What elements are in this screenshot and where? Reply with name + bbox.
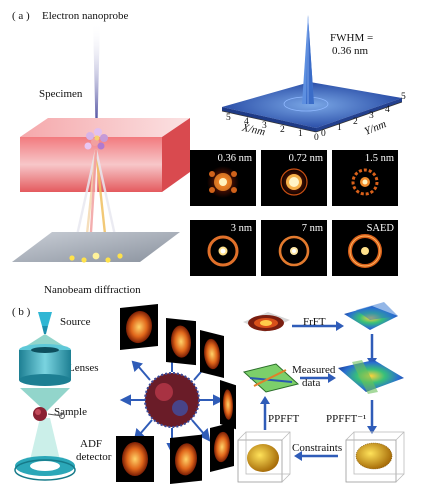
diffraction-tile: 0.36 nm [190,150,256,206]
diffraction-tile: 0.72 nm [261,150,327,206]
x-tick: 0 [314,133,319,143]
x-tick: 4 [244,117,249,127]
fwhm-value: 0.36 nm [332,45,369,57]
frft-label: FrFT [303,316,326,328]
diffraction-label: Nanobeam diffraction [44,284,141,296]
tile-label: 3 nm [230,223,252,234]
specimen-block [20,118,190,192]
y-tick: 3 [369,111,374,121]
constraints-label: Constraints [292,442,343,454]
data-label: data [302,377,321,389]
y-tick: 0 [321,129,326,139]
tile-label: 1.5 nm [364,153,394,164]
panel-b-tag: ( b ) [12,306,31,318]
detector-label: detector [76,451,112,463]
probe-beam [93,22,100,126]
measured-label: Measured [292,364,336,376]
x-tick: 1 [298,129,303,139]
sample-label: Sample [54,406,87,418]
ppfft-inverse-label: PPFFT⁻¹ [326,413,367,425]
diffraction-tile: 3 nm [190,220,256,276]
tile-label: 0.36 nm [217,153,252,164]
fwhm-label: FWHM = [330,32,374,44]
lenses-label: Lenses [68,362,99,374]
x-tick: 2 [280,125,285,135]
y-tick: 5 [401,92,406,102]
tile-label: SAED [366,223,394,234]
source-label: Source [60,316,91,328]
diffraction-tile: 7 nm [261,220,327,276]
y-tick: 4 [385,105,390,115]
probe-label: Electron nanoprobe [42,10,129,22]
adf-label: ADF [80,438,103,450]
diffraction-tile: SAED [332,220,398,276]
y-tick: 1 [337,123,342,133]
diffraction-tile: 1.5 nm [332,150,398,206]
detector-plate [12,232,180,263]
x-tick: 3 [262,121,267,131]
y-tick: 2 [353,117,358,127]
tile-label: 0.72 nm [288,153,323,164]
panel-a-tag: ( a ) [12,10,30,22]
probe-profile-surface [221,15,403,133]
ppfft-label: PPFFT [268,413,300,425]
tile-label: 7 nm [301,223,323,234]
x-tick: 5 [226,113,231,123]
specimen-label: Specimen [39,88,83,100]
